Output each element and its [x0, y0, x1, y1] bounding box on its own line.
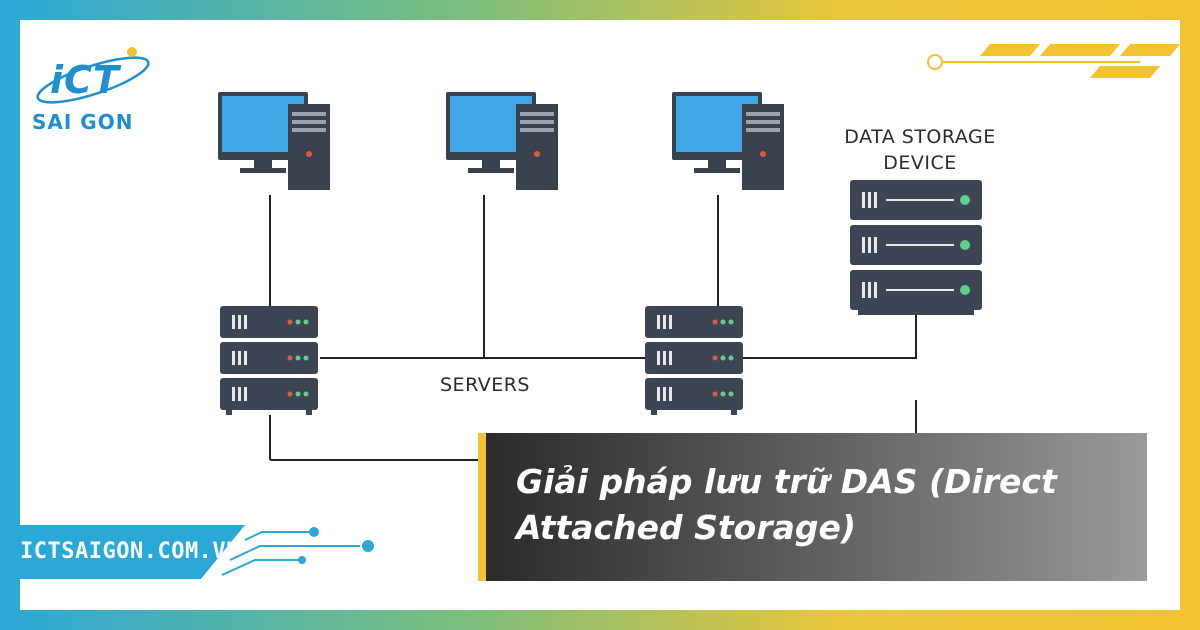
brand-logo: iCT SAI GON [28, 38, 158, 138]
line-server1-storage-bottom [269, 415, 478, 461]
storage-label: DATA STORAGE DEVICE [830, 124, 1010, 176]
circuit-dots [298, 527, 374, 564]
orbit-icon [36, 47, 150, 104]
website-tab: ICTSAIGON.COM.VN [0, 525, 245, 579]
connection-lines [269, 195, 917, 461]
server-rack-icon [220, 306, 318, 415]
storage-label-line2: DEVICE [883, 152, 957, 174]
logo-text: iCT [50, 58, 120, 102]
storage-label-line1: DATA STORAGE [844, 126, 996, 148]
servers-label: SERVERS [440, 374, 530, 396]
decorative-dashes [927, 44, 1180, 78]
website-url: ICTSAIGON.COM.VN [20, 539, 240, 564]
workstation-icon [672, 92, 784, 190]
line-server2-storage [742, 310, 917, 359]
workstation-icon [218, 92, 330, 190]
storage-device-icon [850, 180, 982, 315]
server-rack-icon [645, 306, 743, 415]
caption-title: Giải pháp lưu trữ DAS (Direct Attached S… [516, 462, 1057, 547]
workstation-icon [446, 92, 558, 190]
logo-subtext: SAI GON [32, 110, 134, 134]
caption-box: Giải pháp lưu trữ DAS (Direct Attached S… [478, 433, 1147, 581]
circuit-decoration [221, 531, 360, 576]
